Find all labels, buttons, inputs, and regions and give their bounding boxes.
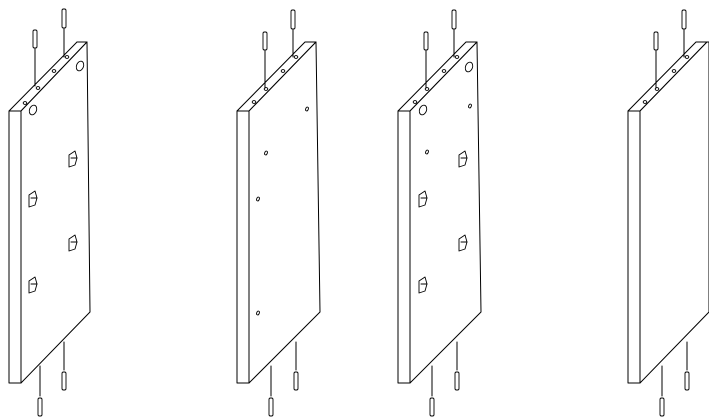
top-dowel <box>653 31 659 51</box>
top-dowel <box>290 9 296 30</box>
small-hole <box>256 310 260 316</box>
panel-3 <box>397 9 482 417</box>
bottom-dowel <box>61 371 67 391</box>
bottom-dowel <box>454 371 460 391</box>
clip-bracket <box>68 234 78 252</box>
bottom-dowel <box>659 397 665 417</box>
panel-2 <box>236 9 321 417</box>
large-hole <box>464 61 474 73</box>
clip-bracket <box>458 150 468 168</box>
bottom-dowel <box>293 371 299 391</box>
clip-bracket <box>418 276 428 294</box>
panel-1 <box>8 8 91 417</box>
clip-bracket <box>28 276 38 294</box>
small-hole <box>264 150 268 156</box>
bottom-dowel <box>429 397 435 417</box>
top-dowel <box>451 9 457 30</box>
top-dowel <box>262 31 268 51</box>
large-hole <box>28 104 38 116</box>
clip-bracket <box>68 150 78 168</box>
small-hole <box>305 106 309 112</box>
small-hole <box>425 149 429 155</box>
clip-bracket <box>458 234 468 252</box>
top-dowel <box>423 31 429 51</box>
panel-4 <box>627 9 709 417</box>
top-dowel <box>61 8 67 29</box>
small-hole <box>256 196 260 202</box>
large-hole <box>418 104 428 116</box>
top-dowel <box>681 9 687 30</box>
clip-bracket <box>28 190 38 208</box>
bottom-dowel <box>37 397 43 417</box>
large-hole <box>75 60 85 72</box>
small-hole <box>468 103 472 109</box>
bottom-dowel <box>684 371 690 391</box>
top-dowel <box>32 29 38 49</box>
bottom-dowel <box>268 397 274 417</box>
clip-bracket <box>418 190 428 208</box>
